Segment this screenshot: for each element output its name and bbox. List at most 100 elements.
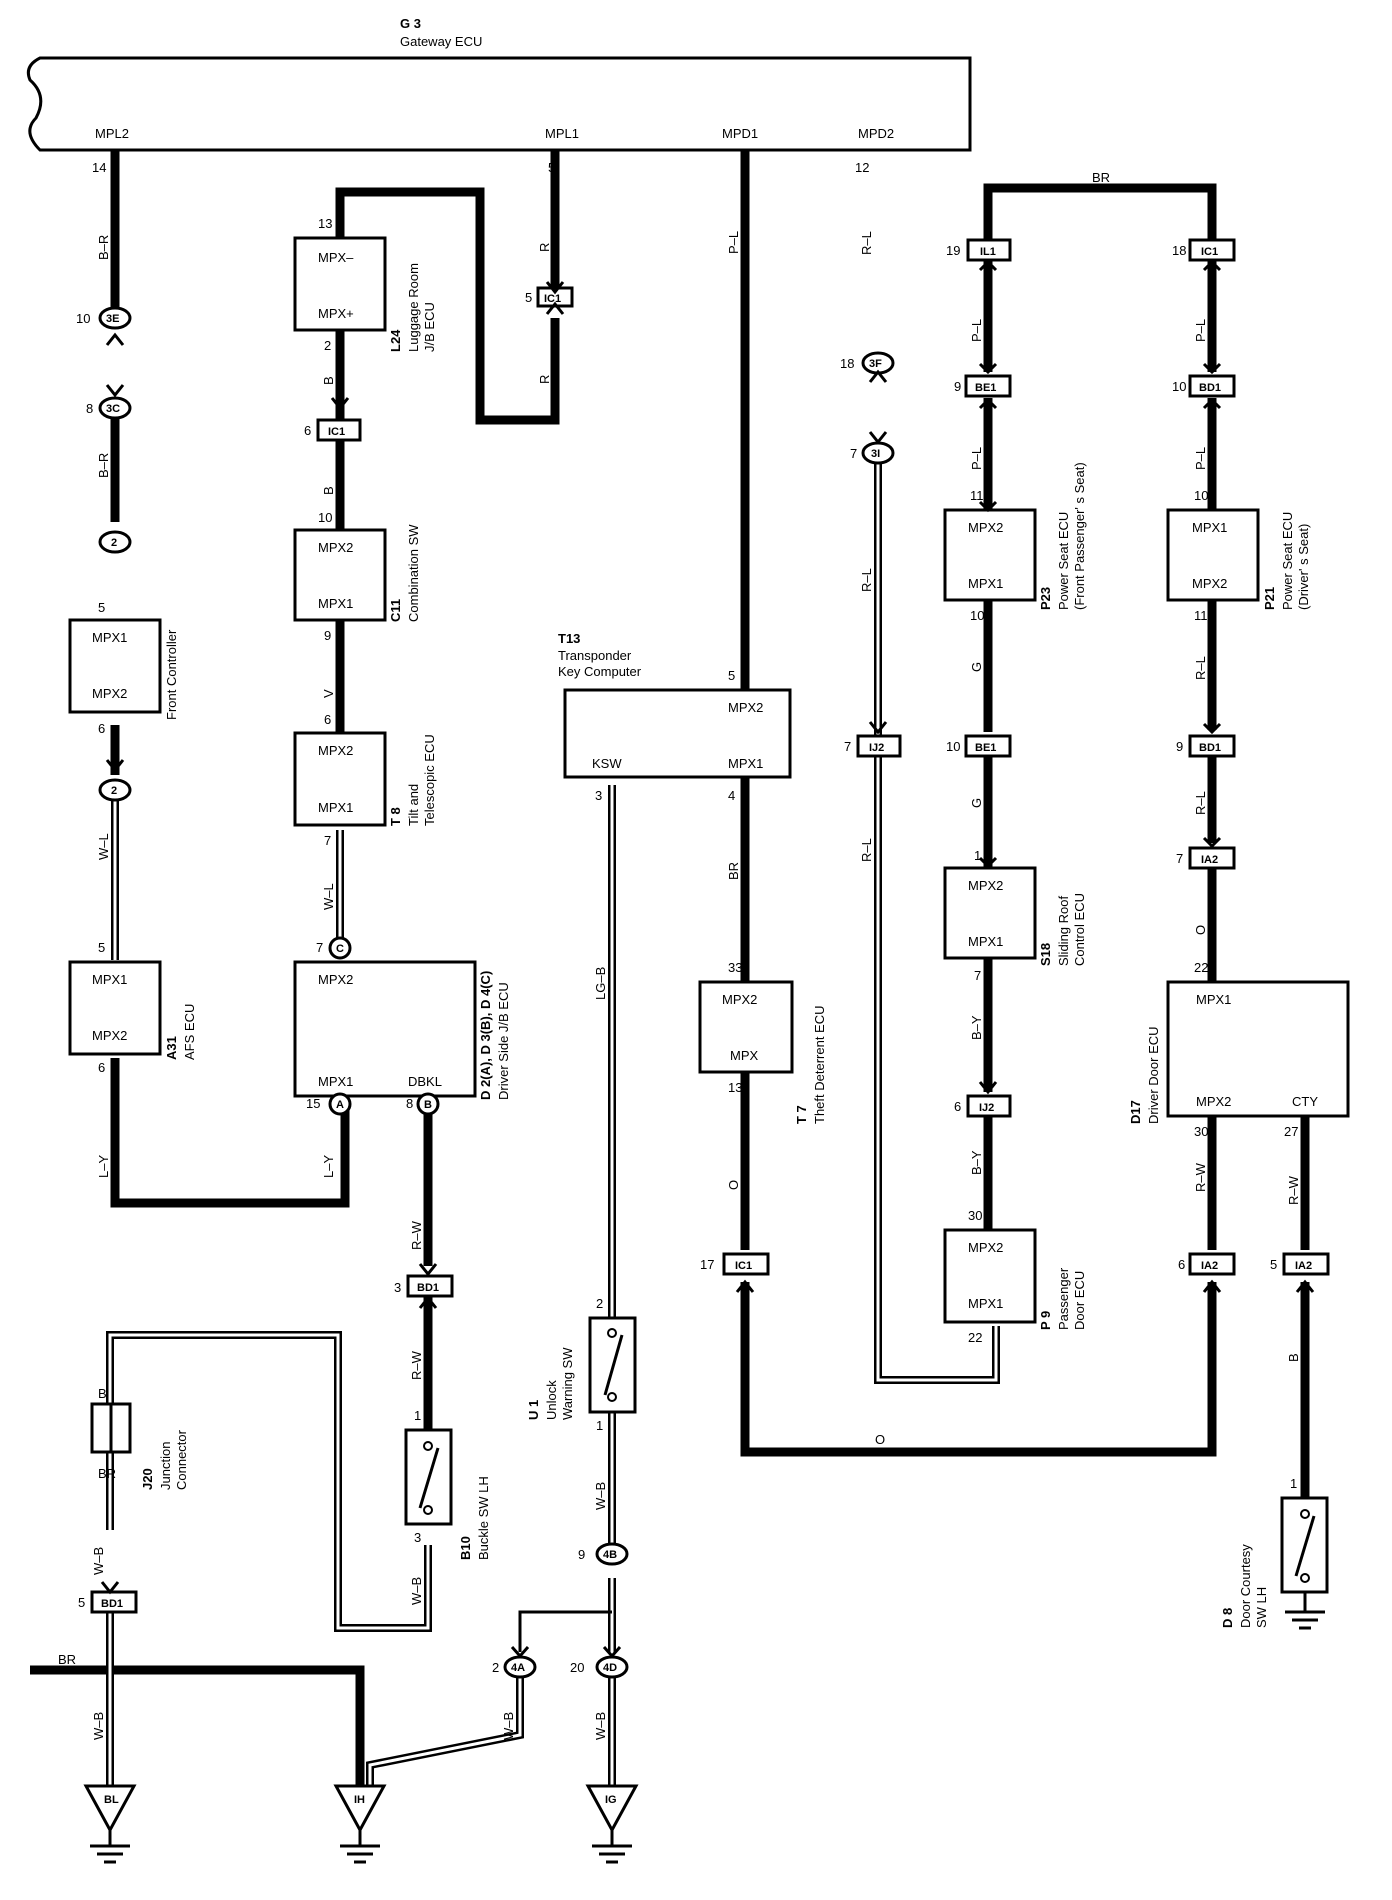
svg-text:B–Y: B–Y bbox=[969, 1015, 984, 1040]
transp-pin-bl: KSW bbox=[592, 756, 622, 771]
svg-text:10: 10 bbox=[1194, 488, 1208, 503]
ground-ig-label: IG bbox=[605, 1794, 617, 1806]
pseatf-pin-top: MPX2 bbox=[968, 520, 1003, 535]
svg-text:3F: 3F bbox=[869, 358, 882, 370]
svg-text:O: O bbox=[875, 1432, 885, 1447]
connector-ia2-a: IA2 bbox=[1188, 846, 1236, 870]
svg-text:W–L: W–L bbox=[96, 833, 111, 860]
svg-text:2: 2 bbox=[111, 537, 117, 549]
luggage-pin-top: MPX– bbox=[318, 250, 354, 265]
svg-text:7: 7 bbox=[1176, 851, 1183, 866]
gateway-pin-mpd2: MPD2 bbox=[858, 126, 894, 141]
pseatd-name-2: (Driver' s Seat) bbox=[1296, 524, 1311, 610]
pin-numbers: 14 10 8 5 6 5 6 13 2 6 10 9 6 7 7 15 8 3… bbox=[76, 160, 1298, 1675]
svg-text:B–R: B–R bbox=[96, 235, 111, 260]
ddoor-pin-top: MPX1 bbox=[1196, 992, 1231, 1007]
svg-text:IA2: IA2 bbox=[1201, 854, 1218, 866]
luggage-code: L24 bbox=[388, 329, 403, 352]
svg-text:3E: 3E bbox=[106, 313, 119, 325]
svg-text:B: B bbox=[321, 376, 336, 385]
svg-text:BR: BR bbox=[58, 1652, 76, 1667]
front-ctrl-name: Front Controller bbox=[164, 629, 179, 720]
svg-text:LG–B: LG–B bbox=[593, 967, 608, 1000]
svg-text:R: R bbox=[537, 375, 552, 384]
svg-text:9: 9 bbox=[954, 379, 961, 394]
svg-text:B–R: B–R bbox=[96, 453, 111, 478]
svg-text:P–L: P–L bbox=[726, 231, 741, 254]
svg-text:7: 7 bbox=[974, 968, 981, 983]
svg-text:BR: BR bbox=[726, 862, 741, 880]
combination-sw: MPX2 MPX1 C11 Combination SW bbox=[293, 524, 421, 622]
connector-3c: 3C bbox=[98, 396, 132, 420]
rect-connectors: IC1 IC1 BD1 BD1 IC1 IJ2 IL1 BE1 BE1 IJ2 … bbox=[90, 238, 1330, 1614]
junction-connector: J20 Junction Connector bbox=[90, 1402, 189, 1490]
theft-deterrent-ecu: MPX2 MPX T 7 Theft Deterrent ECU bbox=[698, 980, 827, 1124]
svg-text:27: 27 bbox=[1284, 1124, 1298, 1139]
svg-text:IA2: IA2 bbox=[1295, 1260, 1312, 1272]
pseatf-name-2: (Front Passenger' s Seat) bbox=[1072, 462, 1087, 610]
combo-pin-top: MPX2 bbox=[318, 540, 353, 555]
svg-text:30: 30 bbox=[1194, 1124, 1208, 1139]
djb-pin-br: DBKL bbox=[408, 1074, 442, 1089]
direction-arrows bbox=[100, 259, 1315, 1659]
svg-text:B–Y: B–Y bbox=[969, 1150, 984, 1175]
connector-4b: 4B bbox=[595, 1542, 629, 1566]
junction-name-2: Connector bbox=[174, 1429, 189, 1490]
connector-2b: 2 bbox=[98, 778, 132, 802]
svg-text:11: 11 bbox=[970, 488, 984, 503]
svg-text:6: 6 bbox=[304, 423, 311, 438]
svg-text:4: 4 bbox=[728, 788, 735, 803]
svg-text:BD1: BD1 bbox=[1199, 382, 1221, 394]
theft-code: T 7 bbox=[794, 1105, 809, 1124]
connector-ia2-b: IA2 bbox=[1188, 1252, 1236, 1276]
connector-bd1-a: BD1 bbox=[406, 1274, 454, 1298]
theft-pin-top: MPX2 bbox=[722, 992, 757, 1007]
pseatd-code: P21 bbox=[1262, 587, 1277, 610]
svg-text:B: B bbox=[321, 486, 336, 495]
svg-text:P–L: P–L bbox=[1193, 319, 1208, 342]
svg-text:W–B: W–B bbox=[501, 1712, 516, 1740]
svg-text:V: V bbox=[321, 689, 336, 698]
unlock-warning-sw: U 1 Unlock Warning SW bbox=[526, 1316, 637, 1420]
svg-text:17: 17 bbox=[700, 1257, 714, 1272]
svg-text:2: 2 bbox=[492, 1660, 499, 1675]
svg-text:6: 6 bbox=[98, 1060, 105, 1075]
svg-text:R–W: R–W bbox=[1286, 1175, 1301, 1205]
djb-code: D 2(A), D 3(B), D 4(C) bbox=[478, 971, 493, 1100]
front-ctrl-pin-bot: MPX2 bbox=[92, 686, 127, 701]
svg-text:W–B: W–B bbox=[593, 1482, 608, 1510]
svg-text:W–B: W–B bbox=[409, 1577, 424, 1605]
connector-3i: 3I bbox=[861, 441, 895, 465]
svg-text:14: 14 bbox=[92, 160, 106, 175]
svg-text:5: 5 bbox=[525, 290, 532, 305]
gateway-pin-mpl1: MPL1 bbox=[545, 126, 579, 141]
ground-ih-label: IH bbox=[354, 1794, 365, 1806]
ground-ig: IG bbox=[585, 1784, 639, 1864]
tilt-name-1: Tilt and bbox=[406, 784, 421, 826]
svg-text:W–B: W–B bbox=[593, 1712, 608, 1740]
pseatf-pin-bot: MPX1 bbox=[968, 576, 1003, 591]
theft-pin-bot: MPX bbox=[730, 1048, 759, 1063]
luggage-name-1: Luggage Room bbox=[406, 263, 421, 352]
svg-text:10: 10 bbox=[946, 739, 960, 754]
svg-text:A: A bbox=[336, 1099, 344, 1111]
connector-ic1-c: IC1 bbox=[722, 1252, 770, 1276]
svg-text:5: 5 bbox=[78, 1595, 85, 1610]
svg-text:2: 2 bbox=[324, 338, 331, 353]
svg-text:IL1: IL1 bbox=[980, 246, 996, 258]
svg-text:1: 1 bbox=[414, 1408, 421, 1423]
unlock-name-1: Unlock bbox=[544, 1380, 559, 1420]
svg-text:19: 19 bbox=[946, 243, 960, 258]
svg-text:7: 7 bbox=[850, 446, 857, 461]
svg-text:BR: BR bbox=[1092, 170, 1110, 185]
svg-text:30: 30 bbox=[968, 1208, 982, 1223]
svg-text:12: 12 bbox=[855, 160, 869, 175]
svg-text:P–L: P–L bbox=[969, 447, 984, 470]
afs-ecu: MPX1 MPX2 A31 AFS ECU bbox=[68, 960, 197, 1060]
svg-text:IJ2: IJ2 bbox=[869, 742, 884, 754]
svg-text:IJ2: IJ2 bbox=[979, 1102, 994, 1114]
svg-text:IC1: IC1 bbox=[735, 1260, 752, 1272]
afs-code: A31 bbox=[164, 1036, 179, 1060]
svg-text:4D: 4D bbox=[603, 1662, 617, 1674]
connector-be1-b: BE1 bbox=[964, 734, 1012, 758]
